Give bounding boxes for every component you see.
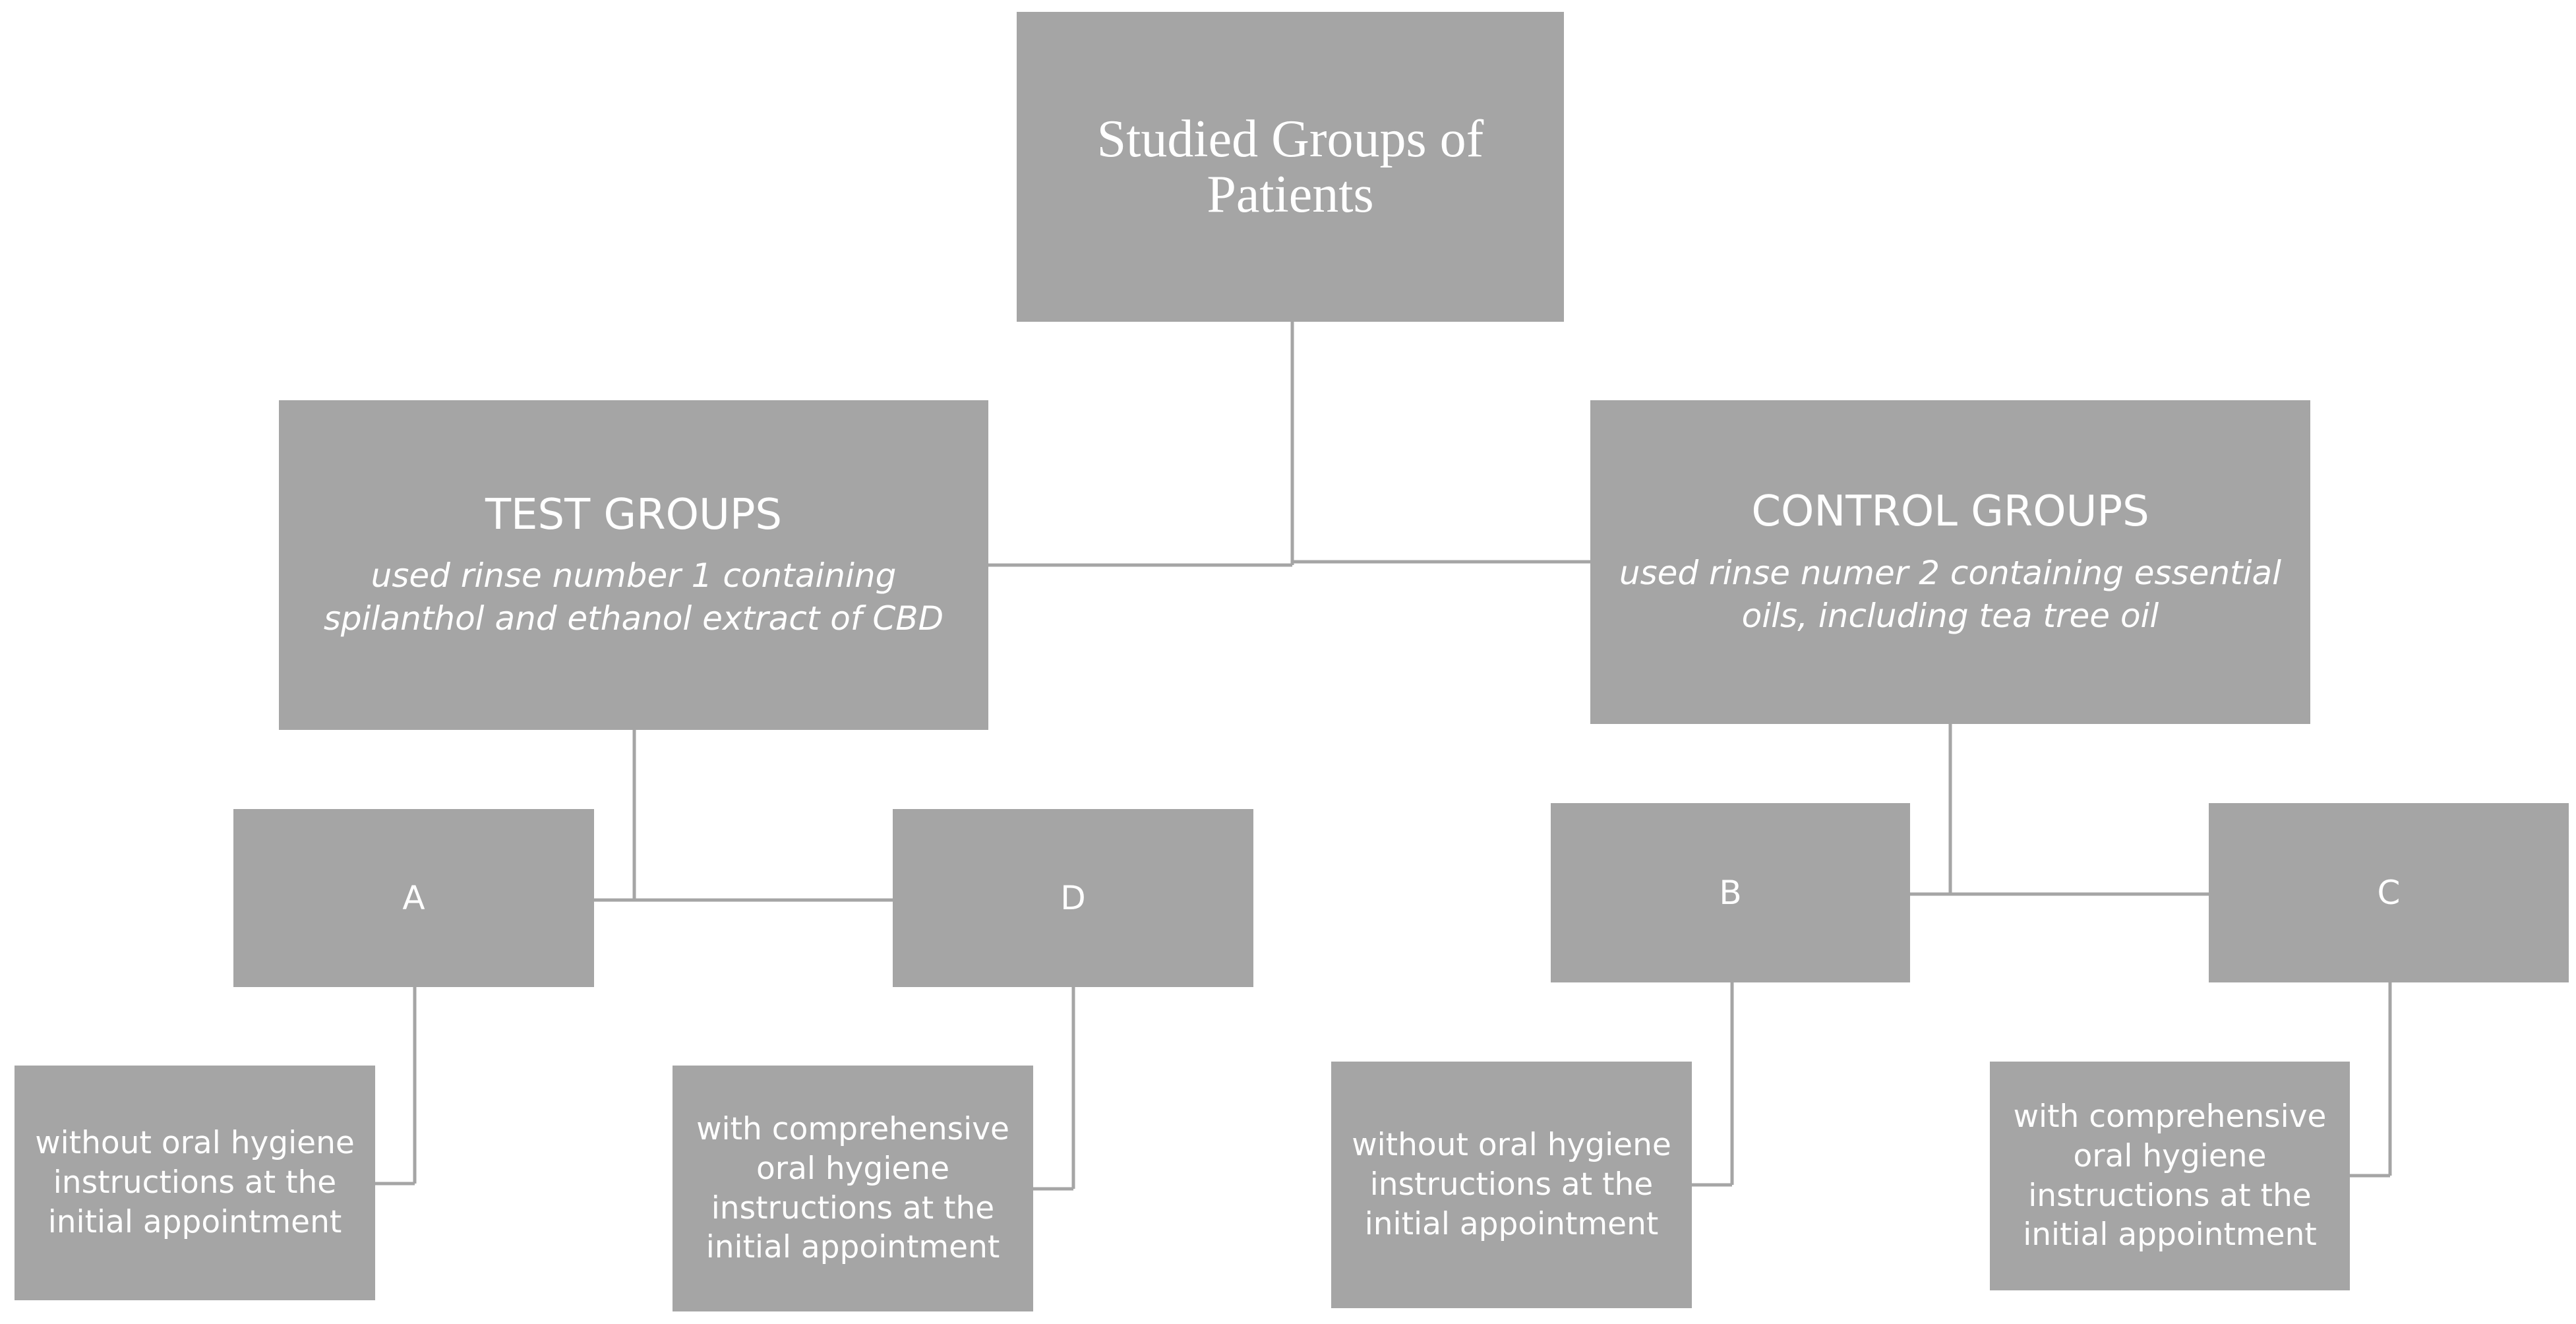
subgroup-b-node: B xyxy=(1551,803,1910,982)
subgroup-d-detail-node: with comprehensive oral hygiene instruct… xyxy=(673,1066,1033,1311)
subgroup-b-label: B xyxy=(1719,874,1742,912)
subgroup-b-detail-node: without oral hygiene instructions at the… xyxy=(1331,1062,1692,1308)
subgroup-c-node: C xyxy=(2209,803,2569,982)
subgroup-b-detail: without oral hygiene instructions at the… xyxy=(1352,1127,1671,1242)
subgroup-d-node: D xyxy=(893,809,1253,987)
subgroup-c-detail-node: with comprehensive oral hygiene instruct… xyxy=(1990,1062,2350,1290)
test-groups-title: TEST GROUPS xyxy=(485,490,783,539)
subgroup-c-detail: with comprehensive oral hygiene instruct… xyxy=(2013,1098,2327,1253)
test-groups-node: TEST GROUPS used rinse number 1 containi… xyxy=(279,400,988,730)
subgroup-d-label: D xyxy=(1060,879,1086,917)
subgroup-c-label: C xyxy=(2377,874,2401,912)
subgroup-a-detail: without oral hygiene instructions at the… xyxy=(35,1125,355,1240)
subgroup-a-node: A xyxy=(233,809,594,987)
control-groups-node: CONTROL GROUPS used rinse numer 2 contai… xyxy=(1590,400,2310,724)
subgroup-a-detail-node: without oral hygiene instructions at the… xyxy=(15,1066,375,1300)
control-groups-title: CONTROL GROUPS xyxy=(1751,487,2149,537)
test-groups-description: used rinse number 1 containing spilantho… xyxy=(323,557,944,638)
root-node: Studied Groups of Patients xyxy=(1017,12,1564,322)
subgroup-d-detail: with comprehensive oral hygiene instruct… xyxy=(696,1111,1009,1266)
subgroup-a-label: A xyxy=(402,879,425,917)
root-title: Studied Groups of Patients xyxy=(1096,110,1484,224)
control-groups-description: used rinse numer 2 containing essential … xyxy=(1619,553,2282,635)
